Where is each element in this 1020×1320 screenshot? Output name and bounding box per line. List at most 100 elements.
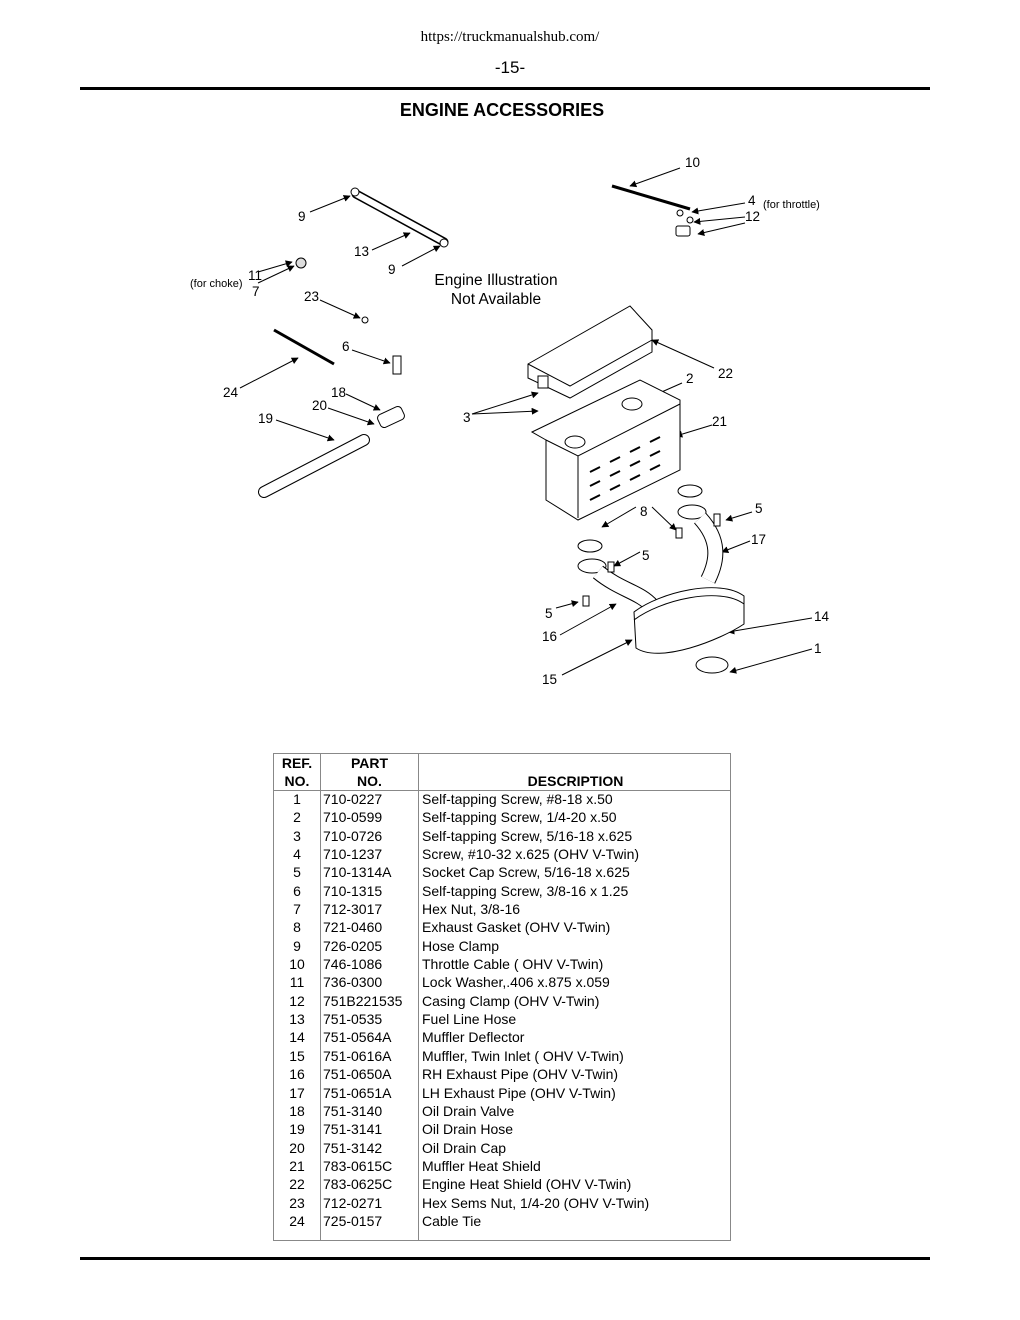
- description-cell: Oil Drain Cap: [422, 1139, 507, 1156]
- part-number-cell: 746-1086: [323, 956, 383, 973]
- header-ref-no: REF. NO.: [274, 754, 320, 790]
- leader-lines: [239, 167, 813, 676]
- ref-cell: 5: [293, 864, 301, 881]
- part-number-cell: 710-1237: [323, 846, 383, 863]
- description-cell: Screw, #10-32 x.625 (OHV V-Twin): [422, 846, 640, 863]
- description-cell: Self-tapping Screw, 3/8-16 x 1.25: [422, 882, 629, 899]
- header-ref-line-1: REF.: [281, 755, 313, 771]
- callout-5-middle: 5: [642, 548, 650, 563]
- description-cell: Muffler Heat Shield: [422, 1157, 541, 1174]
- callout-4: 4: [748, 193, 756, 208]
- description-cell: Muffler Deflector: [422, 1029, 525, 1046]
- table-header-rule: [274, 790, 730, 791]
- ref-cell: 15: [289, 1047, 305, 1064]
- ref-cell: 14: [289, 1029, 305, 1046]
- callout-7: 7: [252, 284, 260, 299]
- ref-cell: 16: [289, 1066, 305, 1083]
- callout-1: 1: [814, 641, 822, 656]
- ref-cell: 2: [293, 809, 301, 826]
- description-cell: Self-tapping Screw, 5/16-18 x.625: [422, 827, 633, 844]
- part-number-cell: 725-0157: [323, 1212, 383, 1229]
- table-row: 8 721-0460 Exhaust Gasket (OHV V-Twin): [274, 918, 730, 936]
- part-number-cell: 751-0535: [323, 1011, 383, 1028]
- description-cell: Hose Clamp: [422, 937, 500, 954]
- ref-cell: 20: [289, 1139, 305, 1156]
- part-number-cell: 783-0625C: [323, 1176, 393, 1193]
- ref-cell: 24: [289, 1212, 305, 1229]
- oil-drain-hose-part: [258, 405, 405, 498]
- table-divider-ref: [320, 754, 321, 1240]
- part-number-cell: 751-0616A: [323, 1047, 392, 1064]
- callout-3: 3: [463, 410, 471, 425]
- placeholder-line-1: Engine Illustration: [434, 272, 558, 289]
- callout-12: 12: [745, 209, 761, 224]
- callout-5-left: 5: [545, 606, 553, 621]
- table-divider-part: [418, 754, 419, 1240]
- part-number-cell: 712-3017: [323, 901, 383, 918]
- bottom-rule: [80, 1257, 930, 1260]
- description-cell: RH Exhaust Pipe (OHV V-Twin): [422, 1066, 619, 1083]
- engine-heat-shield-part: [527, 305, 653, 399]
- callout-21: 21: [712, 414, 728, 429]
- callout-9-lower: 9: [388, 262, 396, 277]
- callout-11: 11: [248, 268, 263, 283]
- header-ref-line-2: NO.: [284, 773, 310, 789]
- ref-cell: 21: [289, 1157, 305, 1174]
- ref-cell: 9: [293, 937, 301, 954]
- ref-cell: 8: [293, 919, 301, 936]
- description-cell: Self-tapping Screw, #8-18 x.50: [422, 791, 613, 807]
- description-cell: Oil Drain Hose: [422, 1121, 514, 1138]
- part-number-cell: 751-0651A: [323, 1084, 392, 1101]
- description-cell: Muffler, Twin Inlet ( OHV V-Twin): [422, 1047, 624, 1064]
- ref-cell: 22: [289, 1176, 305, 1193]
- description-cell: Throttle Cable ( OHV V-Twin): [422, 956, 604, 973]
- page-title: ENGINE ACCESSORIES: [399, 100, 605, 120]
- part-number-cell: 751B221535: [323, 992, 403, 1009]
- description-cell: Socket Cap Screw, 5/16-18 x.625: [422, 864, 630, 881]
- table-row: 15 751-0616A Muffler, Twin Inlet ( OHV V-T…: [274, 1047, 730, 1065]
- callout-22: 22: [718, 366, 734, 381]
- illustration-placeholder: Engine Illustration Not Available: [400, 271, 592, 309]
- callout-6: 6: [342, 339, 350, 354]
- description-cell: Hex Sems Nut, 1/4-20 (OHV V-Twin): [422, 1194, 650, 1211]
- description-cell: Lock Washer,.406 x.875 x.059: [422, 974, 610, 991]
- callout-2: 2: [686, 371, 694, 386]
- description-cell: Casing Clamp (OHV V-Twin): [422, 992, 600, 1009]
- description-cell: Hex Nut, 3/8-16: [422, 901, 521, 918]
- part-number-cell: 710-0227: [323, 791, 383, 807]
- description-cell: Exhaust Gasket (OHV V-Twin): [422, 919, 611, 936]
- header-description: DESCRIPTION: [527, 773, 624, 789]
- description-cell: LH Exhaust Pipe (OHV V-Twin): [422, 1084, 616, 1101]
- table-row: 17 751-0651A LH Exhaust Pipe (OHV V-Twin): [274, 1084, 730, 1102]
- part-number-cell: 726-0205: [323, 937, 383, 954]
- callout-20: 20: [312, 398, 328, 413]
- muffler-assembly-part: [577, 484, 745, 674]
- part-number-cell: 710-1315: [323, 882, 383, 899]
- ref-cell: 10: [289, 956, 305, 973]
- table-row: 9 726-0205 Hose Clamp: [274, 937, 730, 955]
- table-row: 10 746-1086 Throttle Cable ( OHV V-Twin): [274, 955, 730, 973]
- description-cell: Fuel Line Hose: [422, 1011, 517, 1028]
- ref-cell: 7: [293, 901, 301, 918]
- ref-cell: 23: [289, 1194, 305, 1211]
- ref-cell: 17: [289, 1084, 305, 1101]
- part-number-cell: 736-0300: [323, 974, 383, 991]
- ref-cell: 19: [289, 1121, 305, 1138]
- part-number-cell: 721-0460: [323, 919, 383, 936]
- callout-15: 15: [542, 672, 558, 687]
- exploded-parts-diagram: [239, 167, 813, 676]
- part-number-cell: 710-0726: [323, 827, 383, 844]
